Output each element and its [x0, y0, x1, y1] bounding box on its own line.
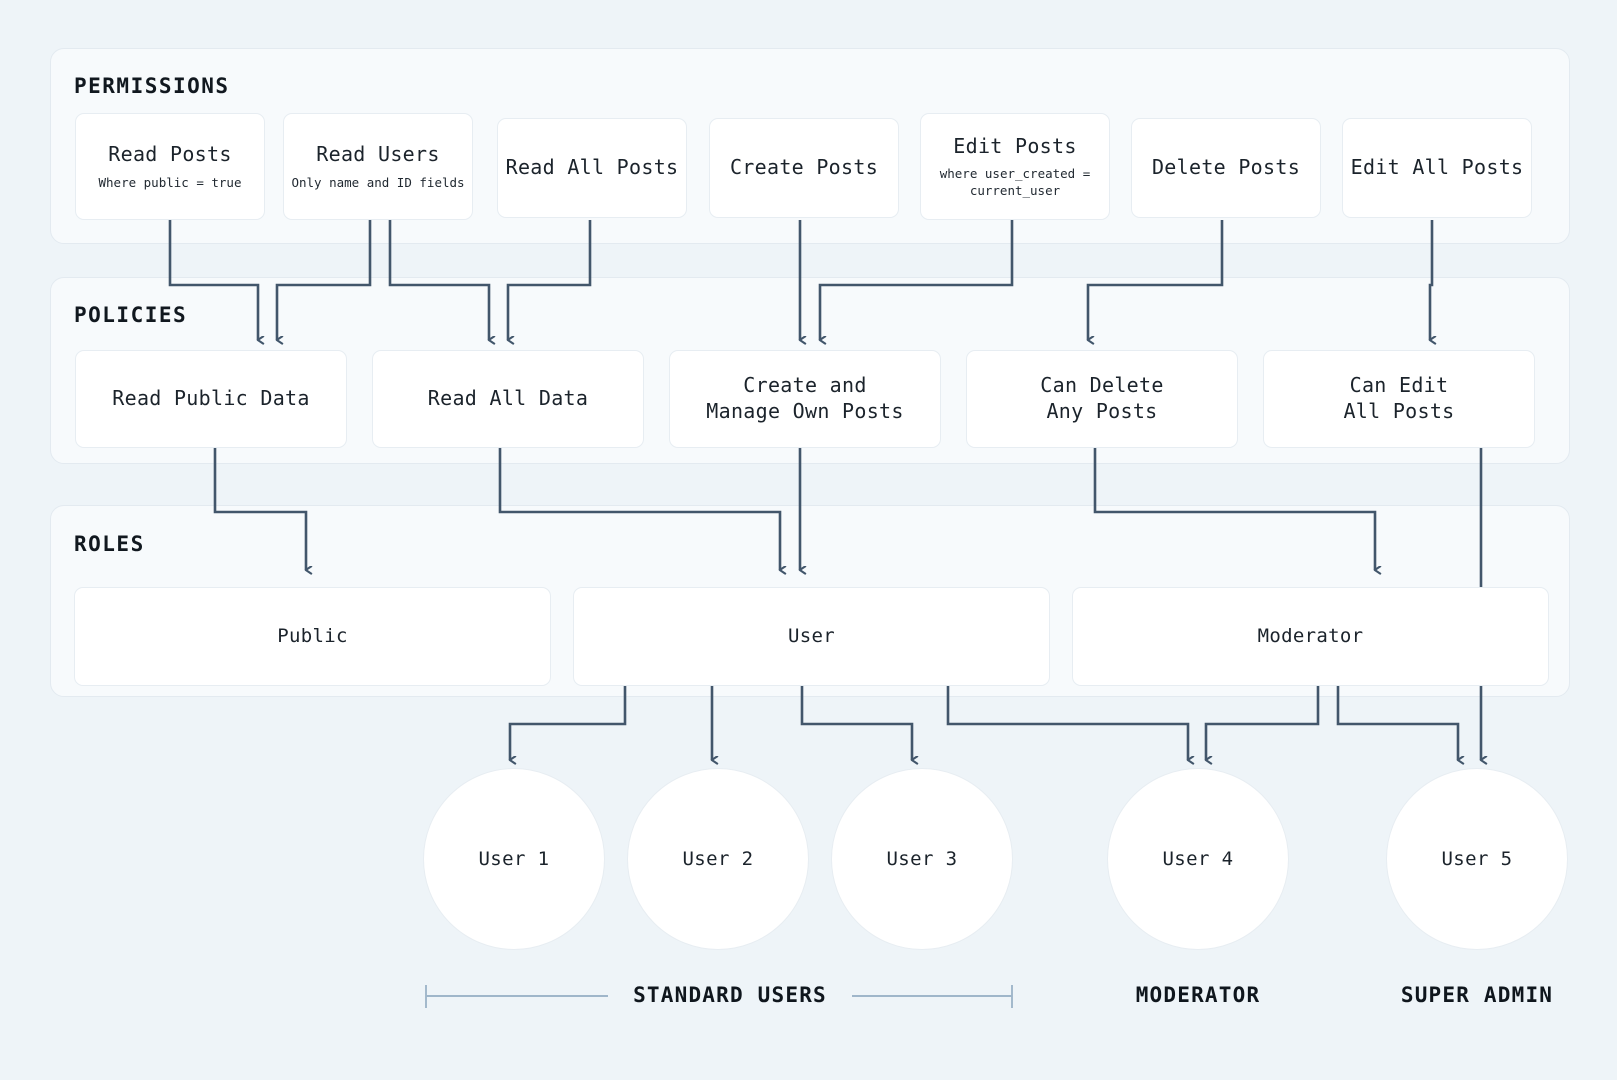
permission-name: Read All Posts	[505, 155, 679, 180]
permission-name: Read Posts	[108, 141, 232, 166]
policy-name: Can Edit All Posts	[1343, 373, 1455, 423]
policy-node-can-edit-all-posts[interactable]: Can Edit All Posts	[1263, 350, 1535, 448]
user-label: User 1	[478, 848, 550, 870]
user-label: User 2	[682, 848, 754, 870]
permission-name: Edit Posts	[953, 133, 1077, 158]
permission-node-read-all-posts[interactable]: Read All Posts	[497, 118, 687, 218]
permission-detail: Only name and ID fields	[291, 174, 465, 190]
policy-name: Can Delete Any Posts	[1040, 373, 1164, 423]
policy-node-read-all-data[interactable]: Read All Data	[372, 350, 644, 448]
permission-node-edit-all-posts[interactable]: Edit All Posts	[1342, 118, 1532, 218]
policy-node-create-manage-own-posts[interactable]: Create and Manage Own Posts	[669, 350, 941, 448]
policy-name: Create and Manage Own Posts	[706, 373, 904, 423]
role-node-public[interactable]: Public	[74, 587, 551, 686]
user-label: User 5	[1441, 848, 1513, 870]
user-label: User 3	[886, 848, 958, 870]
role-node-moderator[interactable]: Moderator	[1072, 587, 1549, 686]
role-name: Public	[277, 625, 348, 648]
user-node-1[interactable]: User 1	[423, 768, 605, 950]
user-node-5[interactable]: User 5	[1386, 768, 1568, 950]
permissions-title: PERMISSIONS	[74, 74, 230, 98]
user-label: User 4	[1162, 848, 1234, 870]
policy-node-can-delete-any-posts[interactable]: Can Delete Any Posts	[966, 350, 1238, 448]
permission-name: Edit All Posts	[1350, 155, 1524, 180]
roles-title: ROLES	[74, 532, 145, 556]
role-name: User	[788, 625, 835, 648]
permission-name: Create Posts	[729, 155, 879, 180]
policy-name: Read Public Data	[112, 386, 310, 411]
permission-detail: Where public = true	[98, 174, 242, 190]
permission-node-edit-posts[interactable]: Edit Posts where user_created = current_…	[920, 113, 1110, 220]
user-node-4[interactable]: User 4	[1107, 768, 1289, 950]
permission-name: Delete Posts	[1151, 155, 1301, 180]
user-node-3[interactable]: User 3	[831, 768, 1013, 950]
permission-name: Read Users	[316, 141, 440, 166]
permission-detail: where user_created = current_user	[939, 166, 1091, 198]
permission-node-delete-posts[interactable]: Delete Posts	[1131, 118, 1321, 218]
group-label-super-admin: SUPER ADMIN	[1400, 983, 1554, 1007]
permission-node-read-posts[interactable]: Read Posts Where public = true	[75, 113, 265, 220]
group-label-standard-users: STANDARD USERS	[633, 983, 827, 1007]
group-label-moderator: MODERATOR	[1135, 983, 1261, 1007]
role-node-user[interactable]: User	[573, 587, 1050, 686]
role-name: Moderator	[1257, 625, 1364, 648]
user-node-2[interactable]: User 2	[627, 768, 809, 950]
policy-name: Read All Data	[427, 386, 589, 411]
permission-node-create-posts[interactable]: Create Posts	[709, 118, 899, 218]
policies-title: POLICIES	[74, 303, 188, 327]
permission-node-read-users[interactable]: Read Users Only name and ID fields	[283, 113, 473, 220]
policy-node-read-public-data[interactable]: Read Public Data	[75, 350, 347, 448]
